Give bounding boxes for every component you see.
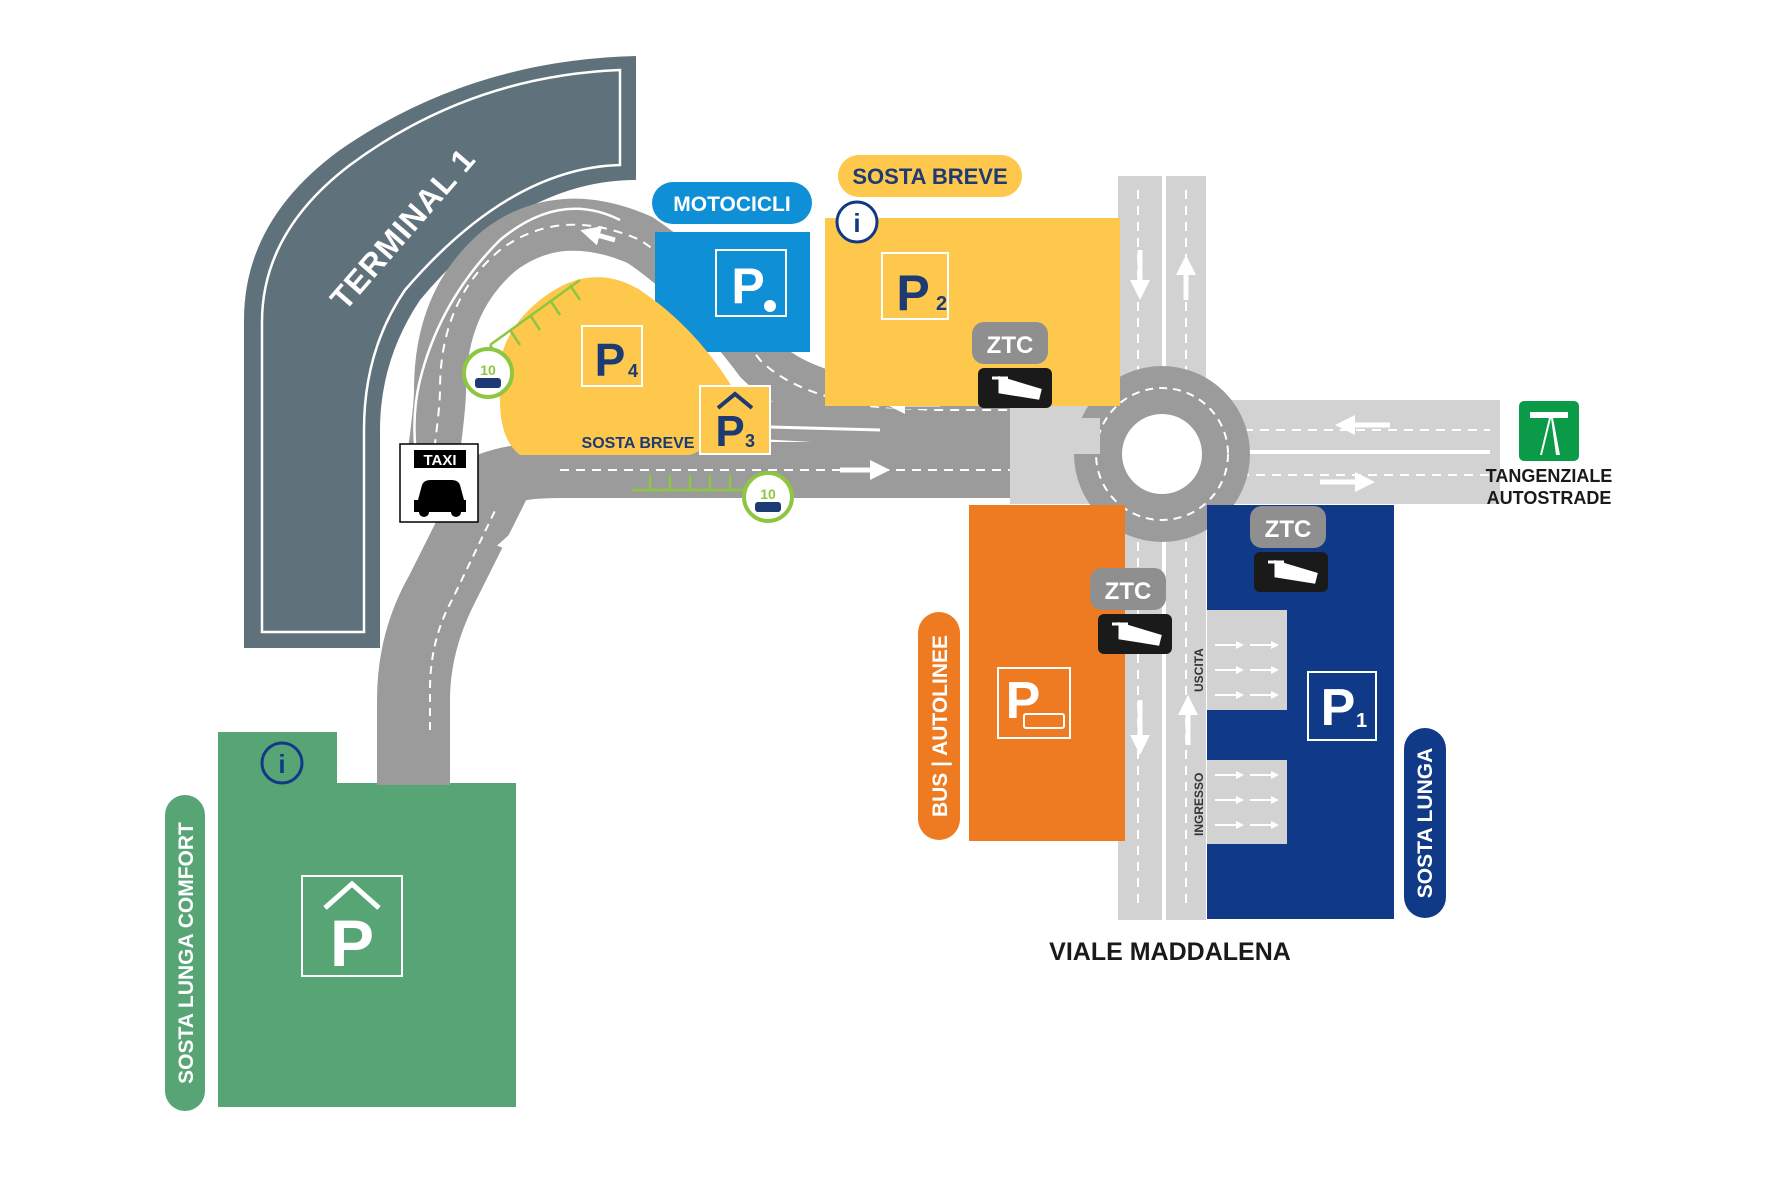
parking-p2: P 2 i (825, 200, 1120, 406)
svg-text:TAXI: TAXI (423, 452, 456, 469)
sosta-breve-p3-label: SOSTA BREVE (582, 435, 695, 452)
svg-text:3: 3 (745, 431, 755, 451)
ztc-camera: ZTC (972, 322, 1052, 408)
tag-motocicli: MOTOCICLI (652, 182, 812, 224)
info-icon (260, 741, 304, 785)
svg-text:i: i (278, 749, 285, 779)
svg-text:P: P (731, 258, 764, 314)
svg-text:SOSTA LUNGA: SOSTA LUNGA (1414, 748, 1437, 899)
svg-text:BUS | AUTOLINEE: BUS | AUTOLINEE (929, 635, 952, 817)
kiss-ride-icon: 10 (462, 347, 514, 399)
svg-text:ZTC: ZTC (1265, 516, 1312, 543)
bus-icon (1023, 713, 1065, 729)
svg-text:2: 2 (936, 293, 947, 315)
tag-bus-autolinee: BUS | AUTOLINEE (918, 612, 960, 840)
road-network (377, 176, 1500, 920)
parking-p1: P 1 (1207, 505, 1394, 919)
tag-sosta-breve-top: SOSTA BREVE (838, 155, 1022, 197)
svg-text:MOTOCICLI: MOTOCICLI (673, 193, 790, 216)
comfort-p-letter: P (330, 906, 374, 980)
ztc-camera: ZTC (1250, 506, 1328, 592)
svg-text:P: P (1321, 679, 1356, 737)
svg-text:i: i (853, 208, 860, 238)
parking-p4: P 4 (498, 277, 740, 455)
highway-sign: TANGENZIALE AUTOSTRADE (1486, 399, 1613, 508)
camera-icon (992, 375, 1042, 400)
uscita-label: USCITA (1192, 648, 1206, 692)
ingresso-label: INGRESSO (1192, 773, 1206, 836)
highway-line2: AUTOSTRADE (1487, 488, 1612, 508)
parking-sosta-lunga-comfort: P i (218, 732, 516, 1107)
svg-text:ZTC: ZTC (987, 332, 1034, 359)
info-icon (835, 200, 879, 244)
svg-text:SOSTA LUNGA COMFORT: SOSTA LUNGA COMFORT (175, 822, 198, 1084)
svg-text:P: P (715, 407, 744, 456)
tag-sosta-lunga: SOSTA LUNGA (1404, 728, 1446, 918)
tag-sosta-lunga-comfort: SOSTA LUNGA COMFORT (165, 795, 205, 1111)
svg-text:P: P (896, 265, 929, 321)
kiss-ride-icon: 10 (742, 471, 794, 523)
parking-bus: P (969, 505, 1125, 841)
lane-arrows (1215, 641, 1279, 829)
svg-text:ZTC: ZTC (1105, 578, 1152, 605)
taxi-stand: TAXI (399, 443, 479, 523)
camera-icon (1268, 559, 1318, 584)
svg-text:10: 10 (480, 362, 496, 378)
svg-text:SOSTA BREVE: SOSTA BREVE (852, 164, 1007, 189)
parking-p3: P 3 (699, 385, 771, 456)
street-label: VIALE MADDALENA (1049, 938, 1291, 966)
ztc-camera: ZTC (1090, 568, 1172, 654)
camera-icon (1112, 621, 1162, 646)
svg-text:P: P (595, 334, 626, 386)
taxi-car-icon (414, 480, 466, 512)
svg-text:4: 4 (628, 361, 638, 381)
svg-text:10: 10 (760, 486, 776, 502)
motorcycle-icon (764, 300, 776, 312)
highway-line1: TANGENZIALE (1486, 466, 1613, 486)
svg-text:1: 1 (1356, 710, 1367, 732)
